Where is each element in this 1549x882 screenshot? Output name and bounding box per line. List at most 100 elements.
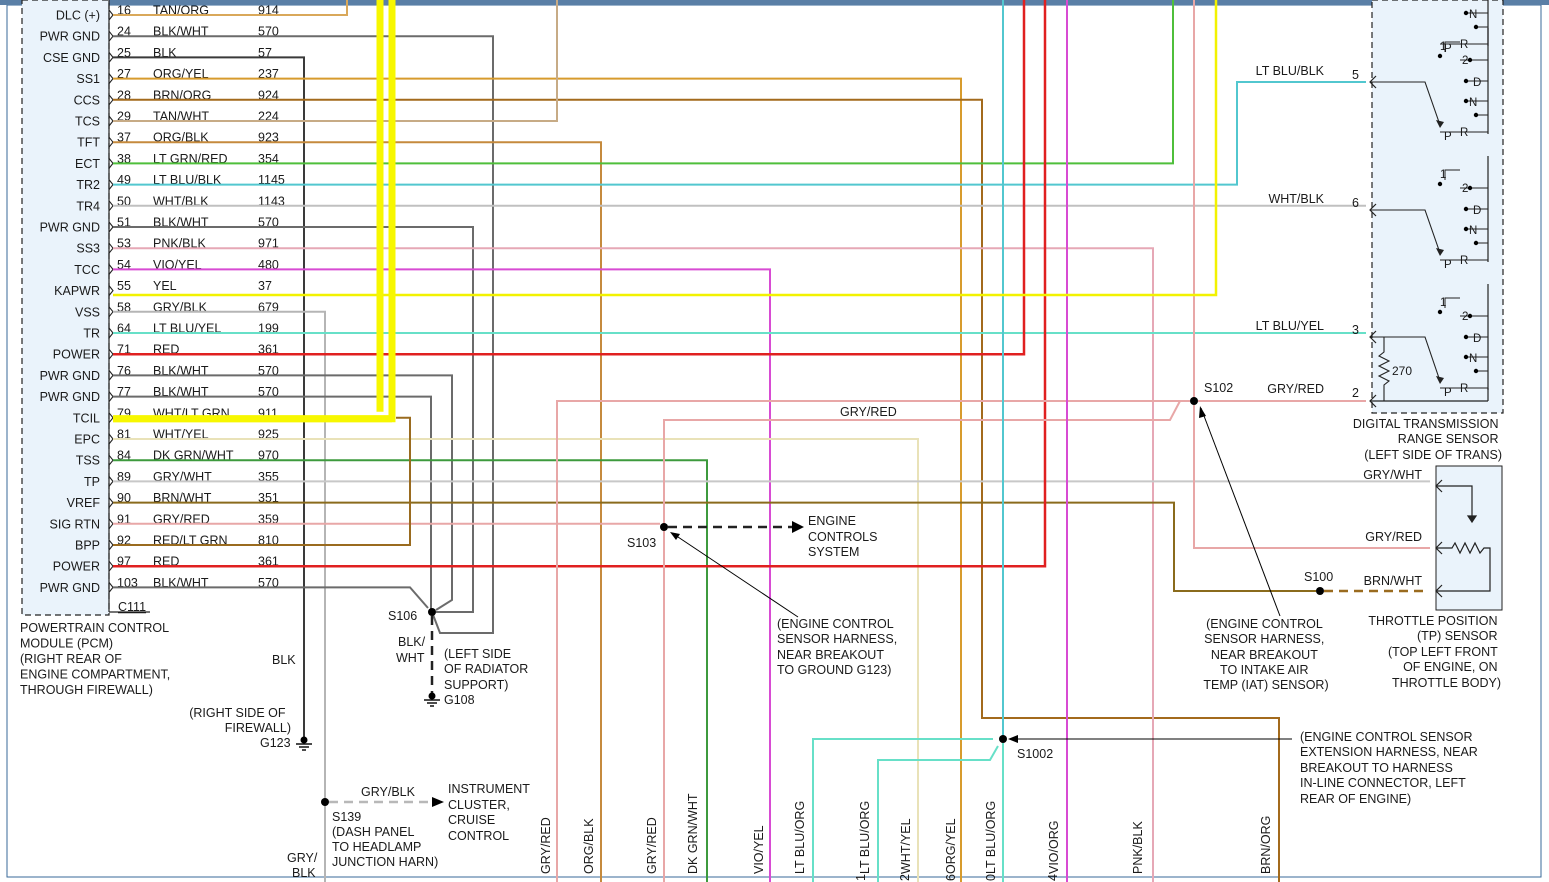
pcm-pin-name: VSS [75, 305, 100, 319]
bottom-wire-label: WHT/YEL [899, 818, 913, 874]
pcm-pin-name: TFT [77, 136, 100, 150]
s1002-note: (ENGINE CONTROL SENSOR EXTENSION HARNESS… [1300, 730, 1481, 806]
wire-org-blk-37 [113, 141, 602, 882]
dtr-switch-label: 1 [1440, 169, 1446, 181]
g108-location: (LEFT SIDE OF RADIATOR SUPPORT) [444, 647, 532, 692]
s103-leader [671, 532, 799, 618]
wire-yel-55 [113, 0, 1218, 297]
wire-red-lt-grn-92 [113, 416, 411, 546]
dtr-pin-number: 6 [1352, 196, 1359, 210]
pcm-pin-name: PWR GND [40, 390, 100, 404]
wire-pnk-blk-53 [113, 247, 1154, 882]
pcm-pin-name: TR2 [76, 178, 100, 192]
splice-s103-label: S103 [627, 536, 656, 550]
splice-s103-dot [660, 523, 668, 531]
s139-location: (DASH PANEL TO HEADLAMP JUNCTION HARN) [332, 825, 438, 869]
dtr-contact-dot [1467, 57, 1473, 63]
dtr-contact-dot [1473, 368, 1479, 374]
pcm-pin-name: SS1 [76, 72, 100, 86]
dtr-switch-label: P [1444, 131, 1452, 143]
blk-wht-label: BLK/ WHT [396, 635, 429, 665]
dtr-switch-label: D [1473, 77, 1481, 89]
instrument-cluster-label: INSTRUMENT CLUSTER, CRUISE CONTROL [448, 782, 533, 843]
bottom-wire-label: BRN/ORG [1259, 816, 1273, 874]
dtr-pin-number: 5 [1352, 68, 1359, 82]
bottom-wire-label: LT BLU/ORG [793, 801, 807, 874]
dtr-switch-label: P [1444, 259, 1452, 271]
dtr-resistor-icon [1377, 337, 1391, 401]
bottom-wire-label: LT BLU/ORG [858, 801, 872, 874]
splice-s106-dot [428, 608, 436, 616]
pcm-pin-name: TR [83, 327, 100, 341]
dtr-switch-label: 1 [1440, 41, 1446, 53]
splice-s106-label: S106 [388, 609, 417, 623]
wire-wht-yel-81 [113, 438, 919, 882]
dtr-wire-color-label: LT BLU/YEL [1256, 319, 1324, 333]
pcm-pin-name: DLC (+) [56, 9, 100, 23]
pcm-wire-color: YEL [153, 279, 177, 293]
dtr-wiper-arrow [1436, 376, 1444, 384]
splice-s1002-label: S1002 [1017, 747, 1053, 761]
pcm-pin-name: VREF [67, 496, 101, 510]
tp-wire-label-3: BRN/WHT [1364, 574, 1423, 588]
bottom-wire-label: ORG/YEL [944, 818, 958, 874]
dtr-switch-label: R [1460, 255, 1468, 267]
dtr-contact-dot [1473, 24, 1479, 30]
engine-controls-label: ENGINE CONTROLS SYSTEM [808, 514, 881, 559]
bottom-wire-label: PNK/BLK [1131, 821, 1145, 874]
wire-lt-blu-org-1 [812, 738, 993, 882]
dtr-contact-dot [1463, 10, 1469, 16]
instrument-arrow-icon [432, 797, 444, 807]
wire-dk-grn-wht-84 [113, 459, 708, 882]
bottom-wire-label: VIO/YEL [752, 825, 766, 874]
pcm-circuit-number: 37 [258, 279, 272, 293]
bottom-wire-label: LT BLU/ORG [984, 801, 998, 874]
wire-brn-org-28 [113, 98, 1280, 882]
dtr-switch-label: N [1469, 97, 1477, 109]
dtr-wire-color-label: WHT/BLK [1268, 192, 1324, 206]
dtr-title: DIGITAL TRANSMISSION RANGE SENSOR (LEFT … [1353, 417, 1502, 462]
tp-wire-label-2: GRY/RED [1365, 530, 1422, 544]
s102-note: (ENGINE CONTROL SENSOR HARNESS, NEAR BRE… [1203, 617, 1328, 692]
dtr-sensor-body [1371, 0, 1504, 414]
dtr-switch-label: D [1473, 333, 1481, 345]
splice-s139-label: S139 [332, 810, 361, 824]
tp-connector-chevrons [1435, 479, 1443, 598]
s1002-leader-arrow [1008, 735, 1018, 743]
dtr-switch-label: D [1473, 205, 1481, 217]
splice-s100-dot [1316, 587, 1324, 595]
wire-red-71 [113, 0, 1026, 356]
bottom-pin-mark: 2 [898, 874, 912, 881]
bottom-wire-label: ORG/BLK [582, 818, 596, 874]
tp-potentiometer-icon [1436, 485, 1491, 592]
pcm-pin-name: SS3 [76, 242, 100, 256]
tp-wire-label-1: GRY/WHT [1363, 468, 1422, 482]
dtr-wire-color-label: LT BLU/BLK [1256, 64, 1325, 78]
dtr-contact-1 [1444, 41, 1460, 52]
dtr-wire-color-label: GRY/RED [1267, 382, 1324, 396]
splice-s102-label: S102 [1204, 381, 1233, 395]
pcm-pin-name: PWR GND [40, 369, 100, 383]
ground-g108-label: G108 [444, 693, 475, 707]
wire-blk-wht-103 [113, 586, 429, 609]
dtr-switch-label: 2 [1462, 311, 1468, 323]
s103-note: (ENGINE CONTROL SENSOR HARNESS, NEAR BRE… [777, 617, 901, 677]
bottom-wire-label: GRY/RED [539, 817, 553, 874]
bottom-pin-mark: 0 [984, 874, 998, 881]
splice-s139-dot [321, 798, 329, 806]
dtr-wiper-arrow [1436, 120, 1444, 128]
bottom-pin-mark: 1 [854, 874, 868, 881]
dtr-contact-dot [1473, 240, 1479, 246]
splice-s1002-dot [999, 735, 1007, 743]
dtr-pin-chevron-icon [1369, 330, 1377, 344]
wire-blk-25 [113, 56, 305, 740]
wire-tan-org [113, 0, 348, 16]
dtr-contact-dot [1463, 98, 1469, 104]
wire-gry-red-tp [1193, 405, 1430, 549]
pcm-pin-name: TCC [74, 263, 100, 277]
blk-wire-label: BLK [272, 653, 296, 667]
wire-gry-red-s102-left [556, 400, 1190, 882]
